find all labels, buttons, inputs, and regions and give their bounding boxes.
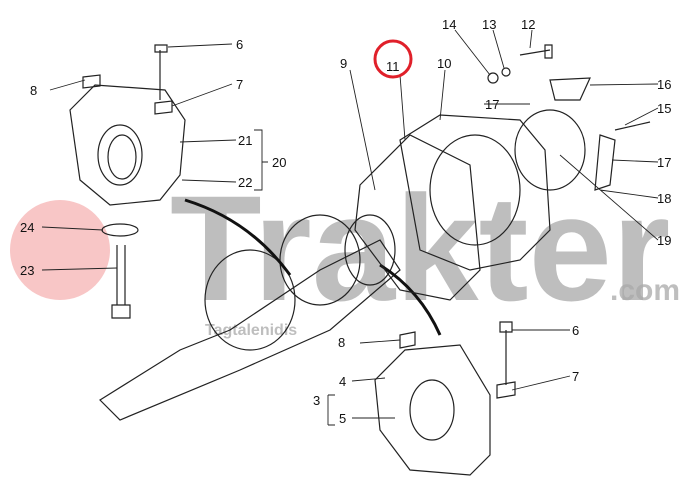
label-16[interactable]: 16 xyxy=(657,77,671,92)
label-6-lower[interactable]: 6 xyxy=(572,323,579,338)
label-13[interactable]: 13 xyxy=(482,17,496,32)
label-23[interactable]: 23 xyxy=(20,263,34,278)
label-20[interactable]: 20 xyxy=(272,155,286,170)
label-9[interactable]: 9 xyxy=(340,56,347,71)
crankshaft xyxy=(99,198,442,421)
highlight-circle xyxy=(373,39,413,79)
label-17-right[interactable]: 17 xyxy=(657,155,671,170)
label-11[interactable]: 11 xyxy=(386,59,400,74)
label-18[interactable]: 18 xyxy=(657,191,671,206)
lower-bearing-housing xyxy=(374,321,516,476)
label-3[interactable]: 3 xyxy=(313,393,320,408)
label-14[interactable]: 14 xyxy=(442,17,456,32)
label-17-top[interactable]: 17 xyxy=(485,97,499,112)
bolt-23 xyxy=(101,223,139,319)
label-21[interactable]: 21 xyxy=(238,133,252,148)
watermark-suffix: .com xyxy=(610,274,680,307)
label-22[interactable]: 22 xyxy=(238,175,252,190)
label-8[interactable]: 8 xyxy=(30,83,37,98)
leader-lines xyxy=(41,29,659,426)
label-19[interactable]: 19 xyxy=(657,233,671,248)
label-4[interactable]: 4 xyxy=(339,374,346,389)
label-12[interactable]: 12 xyxy=(521,17,535,32)
upper-bearing-housing xyxy=(69,44,186,206)
label-24[interactable]: 24 xyxy=(20,220,34,235)
part-labels: 6 7 8 21 20 22 24 23 9 11 10 14 13 12 16… xyxy=(20,17,671,426)
label-10[interactable]: 10 xyxy=(437,56,451,71)
watermark-logo-icon xyxy=(10,200,110,300)
label-7-lower[interactable]: 7 xyxy=(572,369,579,384)
watermark-sub: Tagtalenidis xyxy=(205,322,297,339)
label-8-lower[interactable]: 8 xyxy=(338,335,345,350)
label-15[interactable]: 15 xyxy=(657,101,671,116)
gasket-and-housing xyxy=(354,44,651,301)
label-5[interactable]: 5 xyxy=(339,411,346,426)
label-6[interactable]: 6 xyxy=(236,37,243,52)
label-7[interactable]: 7 xyxy=(236,77,243,92)
